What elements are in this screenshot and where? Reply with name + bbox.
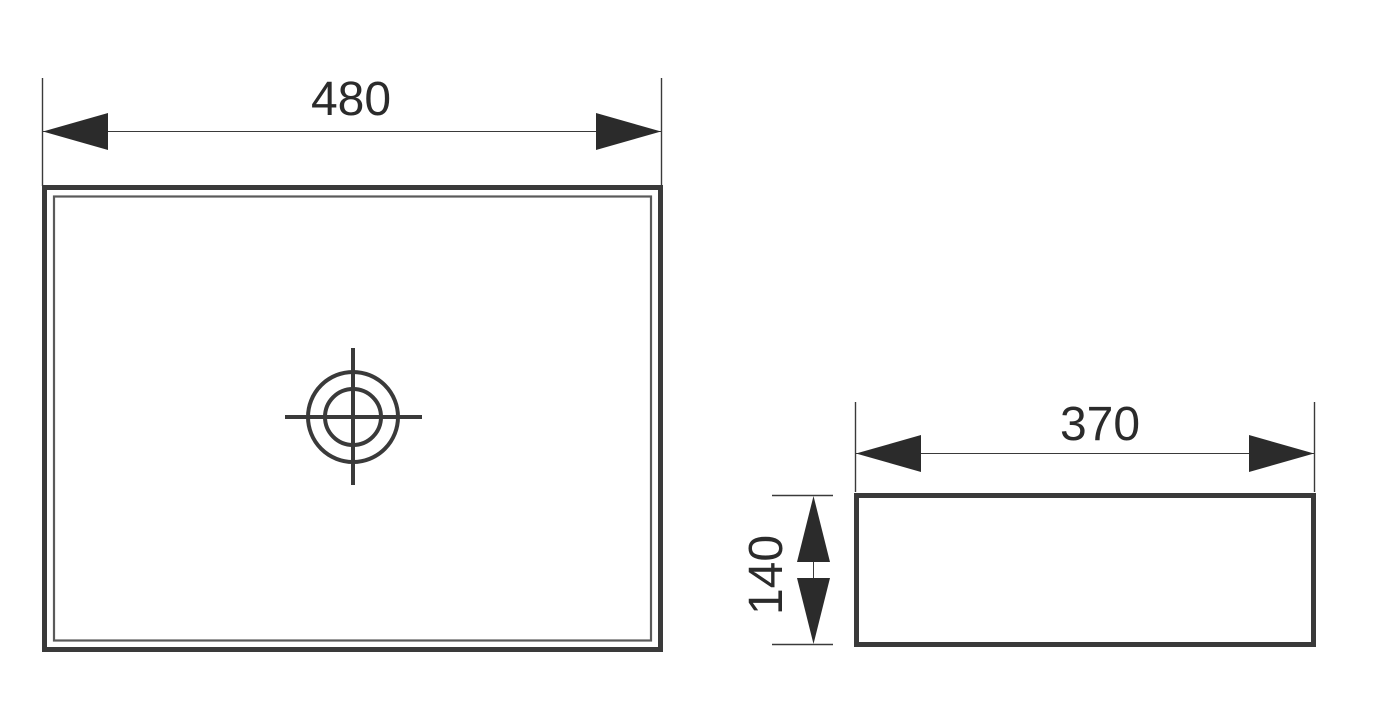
- side-view-body-outline: [854, 493, 1316, 647]
- arrowhead-bottom-140: [797, 578, 830, 644]
- arrowhead-right-370: [1249, 435, 1314, 472]
- side-view-group: 370 140: [740, 398, 1316, 647]
- arrowhead-left-370: [856, 435, 921, 472]
- drain-outer-circle: [306, 370, 400, 464]
- drain-inner-circle: [323, 387, 383, 447]
- arrowhead-left-480: [43, 113, 108, 150]
- basin-outer-outline: [42, 185, 663, 652]
- top-view-group: 480: [41, 73, 663, 652]
- drain-centermark-group: [285, 348, 422, 485]
- arrowhead-right-480: [596, 113, 661, 150]
- dimension-label-480: 480: [311, 73, 391, 126]
- basin-inner-outline: [52, 195, 653, 642]
- dimension-label-370: 370: [1060, 398, 1140, 451]
- arrowhead-top-140: [797, 496, 830, 562]
- dimension-label-140: 140: [740, 535, 793, 615]
